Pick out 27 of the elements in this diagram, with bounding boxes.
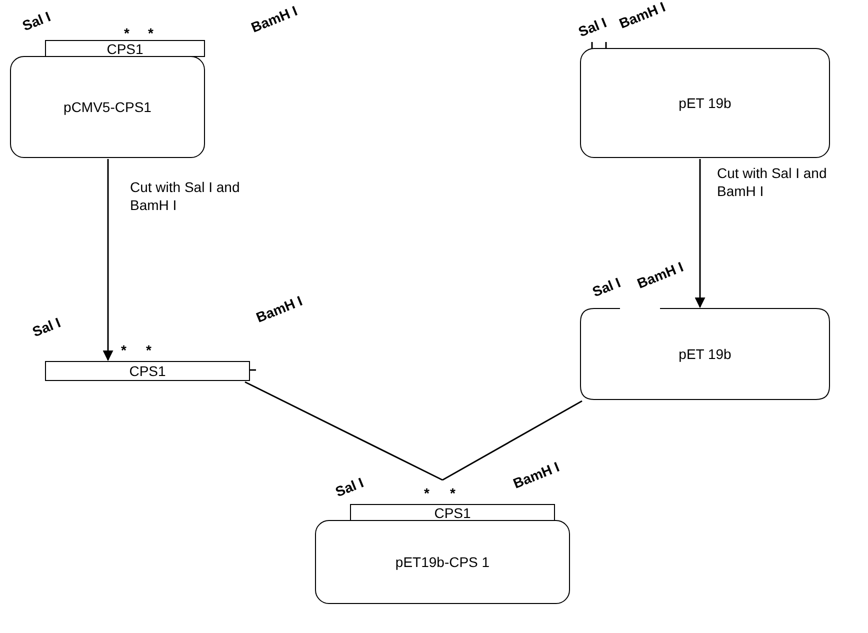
mutation-mark: * xyxy=(121,343,126,357)
mutation-mark: * xyxy=(450,486,456,500)
plasmid-box: pET 19b xyxy=(580,48,830,158)
gene-insert-box: CPS1 xyxy=(350,504,555,521)
gene-insert-box: CPS1 xyxy=(45,40,205,57)
restriction-site-label: Sal I xyxy=(576,15,608,39)
restriction-site-label: Sal I xyxy=(30,315,62,339)
restriction-site-label: BamH I xyxy=(511,459,562,491)
plasmid-box: pET19b-CPS 1 xyxy=(315,520,570,604)
plasmid-box: pCMV5-CPS1 xyxy=(10,56,205,158)
restriction-site-label: BamH I xyxy=(635,259,686,291)
arrow xyxy=(694,159,706,308)
linearized-plasmid: pET 19b xyxy=(580,308,830,400)
arrow xyxy=(102,159,114,362)
restriction-site-label: Sal I xyxy=(333,475,366,499)
mutation-mark: * xyxy=(124,26,130,40)
restriction-site-label: Sal I xyxy=(590,275,622,299)
restriction-site-label: BamH I xyxy=(249,3,300,35)
ligation-line xyxy=(244,381,443,481)
ligation-line xyxy=(442,400,582,481)
mutation-mark: * xyxy=(146,343,152,357)
gene-insert-box: CPS1 xyxy=(45,361,250,381)
mutation-mark: * xyxy=(424,486,430,500)
mutation-mark: * xyxy=(148,26,154,40)
restriction-site-label: BamH I xyxy=(617,0,668,31)
restriction-site-label: BamH I xyxy=(254,293,304,325)
restriction-site-label: Sal I xyxy=(20,9,52,33)
